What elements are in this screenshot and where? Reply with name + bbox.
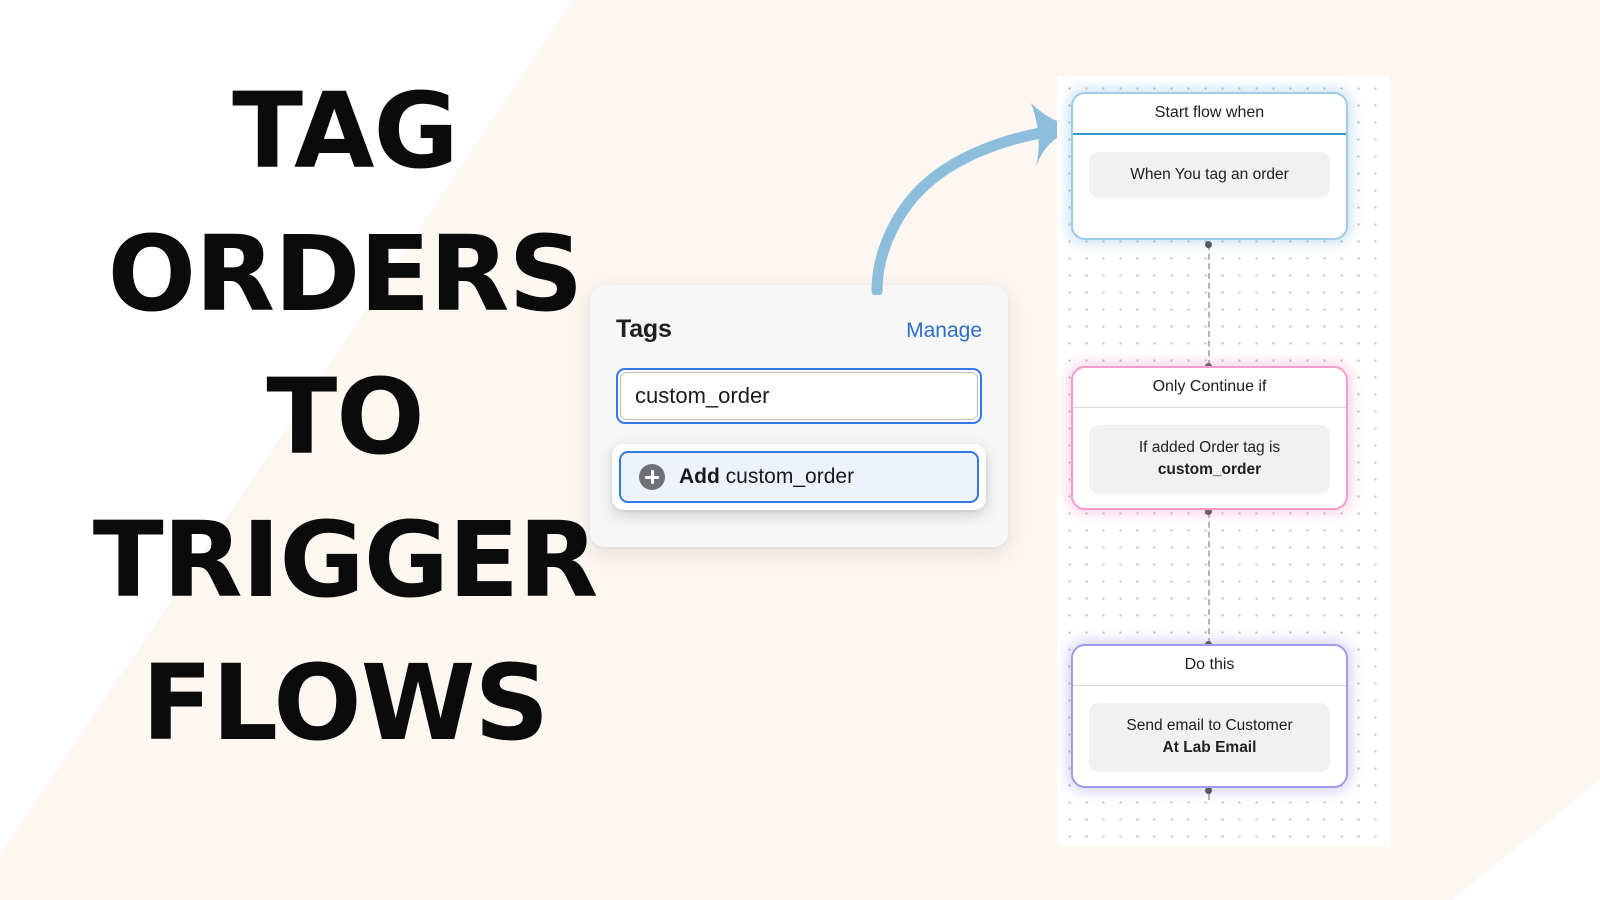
headline-line-4: TRIGGER: [92, 499, 599, 621]
tag-suggestions-dropdown: Add custom_order: [612, 444, 986, 510]
flow-canvas[interactable]: Start flow when When You tag an order On…: [1057, 76, 1390, 846]
tags-panel-title: Tags: [616, 315, 672, 343]
headline-line-2: ORDERS: [107, 213, 584, 335]
flow-connector-dot: [1205, 787, 1212, 794]
add-tag-option-label: Add custom_order: [679, 465, 854, 489]
flow-card-action-chip-text: Send email to Customer: [1126, 717, 1293, 734]
flow-connector-dot: [1205, 508, 1212, 515]
flow-card-trigger-title: Start flow when: [1154, 104, 1265, 121]
tag-input-wrapper[interactable]: [616, 368, 982, 424]
flow-card-trigger-chip-text: When You tag an order: [1130, 166, 1289, 183]
flow-card-action-chip[interactable]: Send email to Customer At Lab Email: [1089, 703, 1330, 772]
flow-card-condition-chip-text: If added Order tag is: [1138, 439, 1281, 456]
flow-card-trigger-body: When You tag an order: [1073, 135, 1346, 224]
flow-card-condition-chip-value: custom_order: [1157, 461, 1262, 479]
manage-tags-link[interactable]: Manage: [906, 319, 982, 342]
flow-card-condition-body: If added Order tag is custom_order: [1073, 408, 1346, 520]
headline-line-1: TAG: [232, 70, 459, 192]
add-tag-option[interactable]: Add custom_order: [619, 451, 979, 503]
flow-card-action[interactable]: Do this Send email to Customer At Lab Em…: [1071, 644, 1348, 788]
headline-line-5: FLOWS: [141, 642, 550, 764]
page-title: TAG ORDERS TO TRIGGER FLOWS: [0, 60, 690, 775]
tags-panel-header: Tags Manage: [616, 315, 982, 344]
flow-card-action-body: Send email to Customer At Lab Email: [1073, 686, 1346, 798]
plus-circle-icon: [639, 464, 665, 490]
flow-card-trigger-divider: [1073, 133, 1346, 135]
flow-card-action-divider: [1073, 685, 1346, 686]
add-tag-value: custom_order: [725, 465, 855, 488]
flow-card-action-title: Do this: [1184, 656, 1235, 673]
flow-connector-2: [1208, 512, 1212, 644]
flow-card-trigger-chip[interactable]: When You tag an order: [1089, 152, 1330, 199]
flow-card-condition-title: Only Continue if: [1152, 378, 1267, 395]
flow-connector-3: [1208, 790, 1212, 800]
flow-connector-1: [1208, 244, 1212, 366]
flow-card-condition[interactable]: Only Continue if If added Order tag is c…: [1071, 366, 1348, 510]
flow-card-trigger[interactable]: Start flow when When You tag an order: [1071, 92, 1348, 240]
tag-search-input[interactable]: [620, 372, 978, 420]
flow-connector-dot: [1205, 241, 1212, 248]
headline-line-3: TO: [266, 356, 424, 478]
flow-card-condition-divider: [1073, 407, 1346, 408]
flow-card-action-chip-value: At Lab Email: [1162, 739, 1257, 757]
add-tag-verb: Add: [679, 465, 720, 488]
flow-card-condition-chip[interactable]: If added Order tag is custom_order: [1089, 425, 1330, 494]
